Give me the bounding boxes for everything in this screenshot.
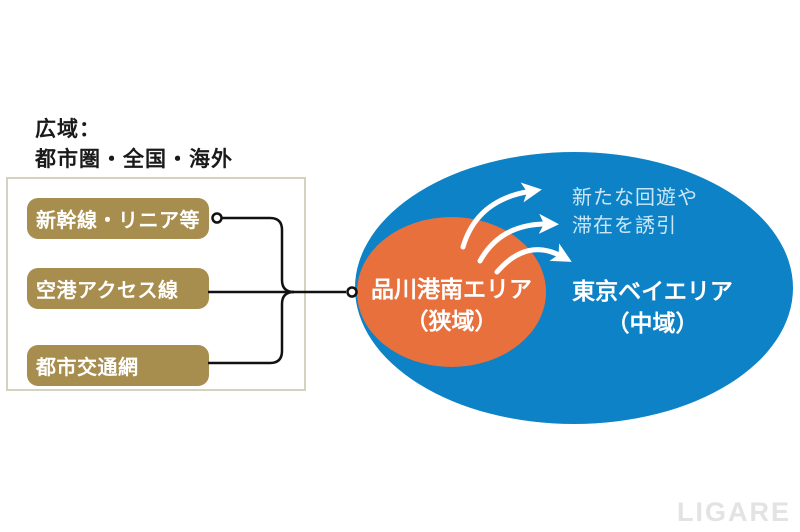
transport-pill-airport-access: 空港アクセス線: [27, 268, 209, 309]
shinagawa-konan-scope: （狭域）: [405, 308, 498, 334]
shinagawa-konan-name: 品川港南エリア: [371, 276, 532, 302]
tokyo-bay-area-name: 東京ベイエリア: [572, 278, 733, 304]
wide-area-heading-line1: 広域：: [35, 118, 101, 141]
shinagawa-konan-label: 品川港南エリア （狭域）: [357, 273, 546, 337]
wide-area-group-box: [6, 177, 306, 391]
annotation-line1: 新たな回遊や: [572, 187, 698, 209]
annotation-text: 新たな回遊や 滞在を誘引: [572, 184, 698, 240]
tokyo-bay-area-label: 東京ベイエリア （中域）: [560, 275, 745, 339]
tokyo-bay-area-scope: （中域）: [606, 310, 699, 336]
transport-pill-shinkansen-linear: 新幹線・リニア等: [27, 198, 209, 239]
ligare-watermark-logo: LIGARE: [677, 497, 792, 527]
transport-pill-label: 新幹線・リニア等: [36, 210, 200, 232]
transport-pill-label: 都市交通網: [36, 357, 139, 379]
wide-area-heading-line2: 都市圏・全国・海外: [35, 148, 233, 171]
wide-area-heading: 広域： 都市圏・全国・海外: [35, 115, 233, 175]
annotation-line2: 滞在を誘引: [572, 215, 677, 237]
transport-pill-label: 空港アクセス線: [36, 280, 179, 302]
transport-pill-urban-network: 都市交通網: [27, 345, 209, 386]
